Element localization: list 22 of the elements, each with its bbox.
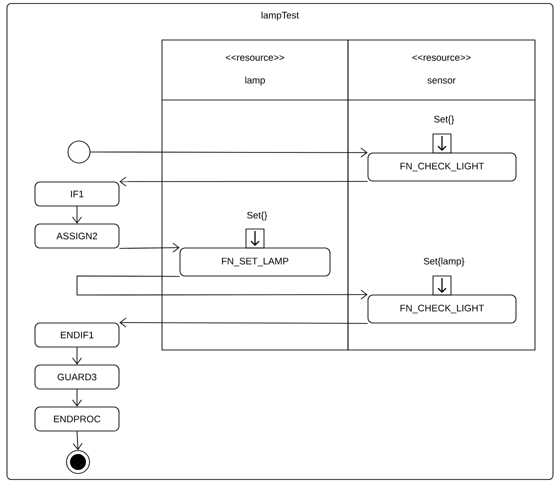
arrow <box>119 242 180 253</box>
initial-node <box>68 140 90 164</box>
action-box: FN_CHECK_LIGHT <box>368 152 516 182</box>
arrow <box>119 176 368 186</box>
action-box: IF1 <box>34 182 120 206</box>
action-box: FN_CHECK_LIGHT <box>368 294 516 324</box>
arrow <box>119 318 368 328</box>
final-node <box>66 450 90 474</box>
arrow <box>72 431 83 450</box>
action-box: ENDPROC <box>34 406 120 432</box>
arrow <box>72 347 82 365</box>
set-label: Set{} <box>247 212 268 220</box>
arrow <box>72 206 82 224</box>
arrow <box>76 276 368 300</box>
action-box: ASSIGN2 <box>34 224 120 248</box>
set-label: Set{} <box>434 116 454 124</box>
arrow <box>72 389 82 407</box>
action-box: GUARD3 <box>34 364 120 390</box>
action-box: ENDIF1 <box>34 322 120 348</box>
arrow <box>90 148 368 158</box>
set-label: Set{lamp} <box>424 258 464 266</box>
action-box: FN_SET_LAMP <box>180 248 330 276</box>
